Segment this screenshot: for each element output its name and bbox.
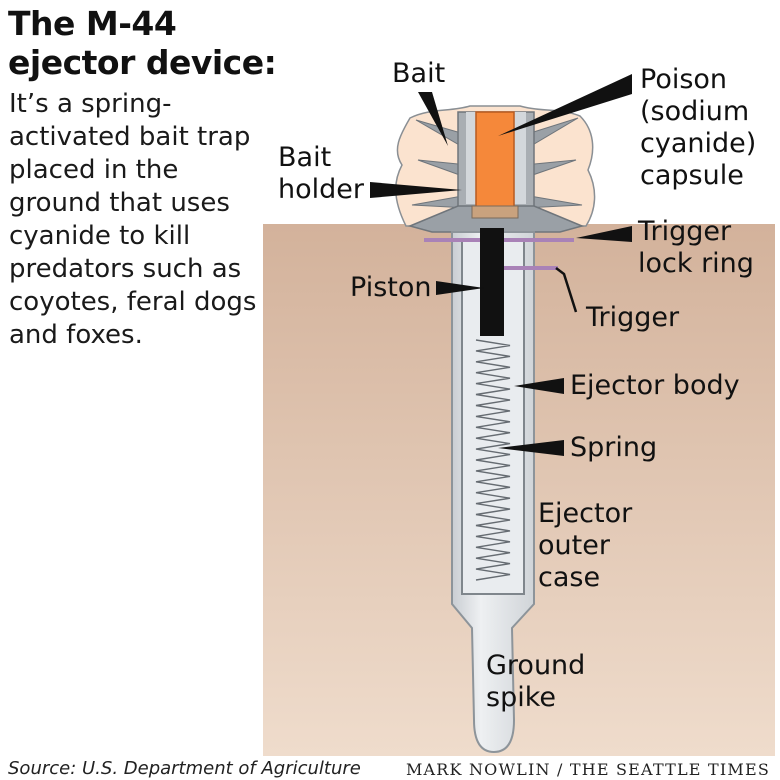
- label-ground-spike-line: Ground: [486, 650, 586, 681]
- pointer-piston: [436, 281, 484, 295]
- intro-line: activated bait trap: [9, 122, 251, 152]
- intro-line: placed in the: [9, 155, 179, 185]
- capsule-cap: [471, 205, 519, 219]
- intro-line: predators such as: [9, 254, 242, 284]
- label-bait-holder-line: Bait: [278, 142, 332, 173]
- label-bait: Bait: [392, 58, 446, 89]
- intro-line: coyotes, feral dogs: [9, 287, 257, 317]
- label-spring: Spring: [570, 432, 658, 463]
- intro-line: ground that uses: [9, 188, 230, 218]
- label-ejector-outer-case: Ejector outer case: [538, 498, 632, 594]
- label-outer-case-line: case: [538, 562, 601, 593]
- pointer-trigger: [555, 267, 578, 313]
- pointer-spring: [498, 440, 564, 456]
- label-poison-line: cyanide): [640, 128, 757, 159]
- piston: [480, 228, 504, 336]
- label-poison-line: (sodium: [640, 96, 750, 127]
- label-trigger-lock-ring: Trigger lock ring: [638, 216, 754, 280]
- credit-line: MARK NOWLIN / THE SEATTLE TIMES: [405, 760, 770, 779]
- label-trigger: Trigger: [586, 302, 680, 333]
- source-note: Source: U.S. Department of Agriculture: [8, 758, 361, 779]
- trigger: [502, 266, 558, 270]
- page-title: The M-44 ejector device:: [8, 4, 277, 82]
- intro-text: It’s a spring- activated bait trap place…: [9, 88, 269, 352]
- pointer-trigger-lock-ring: [576, 226, 632, 242]
- label-bait-holder-line: holder: [278, 174, 364, 205]
- intro-line: It’s a spring-: [9, 89, 172, 119]
- label-trigger-lock-ring-line: lock ring: [638, 248, 754, 279]
- pointer-wedges: [370, 74, 632, 456]
- bait-holder-spikes: [411, 117, 583, 209]
- pointer-bait: [418, 92, 448, 146]
- poison-capsule: [475, 111, 515, 211]
- pointer-ejector-body: [514, 378, 564, 394]
- spring: [475, 339, 511, 581]
- label-poison-line: Poison: [640, 64, 728, 95]
- pointer-bait-holder: [370, 182, 462, 198]
- title-line-2: ejector device:: [8, 43, 277, 82]
- label-ground-spike: Ground spike: [486, 650, 585, 714]
- label-poison-capsule: Poison (sodium cyanide) capsule: [640, 64, 756, 192]
- label-piston: Piston: [350, 272, 432, 303]
- title-line-1: The M-44: [8, 4, 177, 43]
- intro-line: and foxes.: [9, 320, 143, 350]
- label-bait-holder: Bait holder: [278, 142, 364, 206]
- pointer-poison: [498, 74, 632, 136]
- intro-line: cyanide to kill: [9, 221, 191, 251]
- label-outer-case-line: Ejector: [538, 498, 633, 529]
- label-trigger-lock-ring-line: Trigger: [638, 216, 732, 247]
- label-poison-line: capsule: [640, 160, 744, 191]
- label-ejector-body: Ejector body: [570, 370, 740, 401]
- label-ground-spike-line: spike: [486, 682, 556, 713]
- label-outer-case-line: outer: [538, 530, 610, 561]
